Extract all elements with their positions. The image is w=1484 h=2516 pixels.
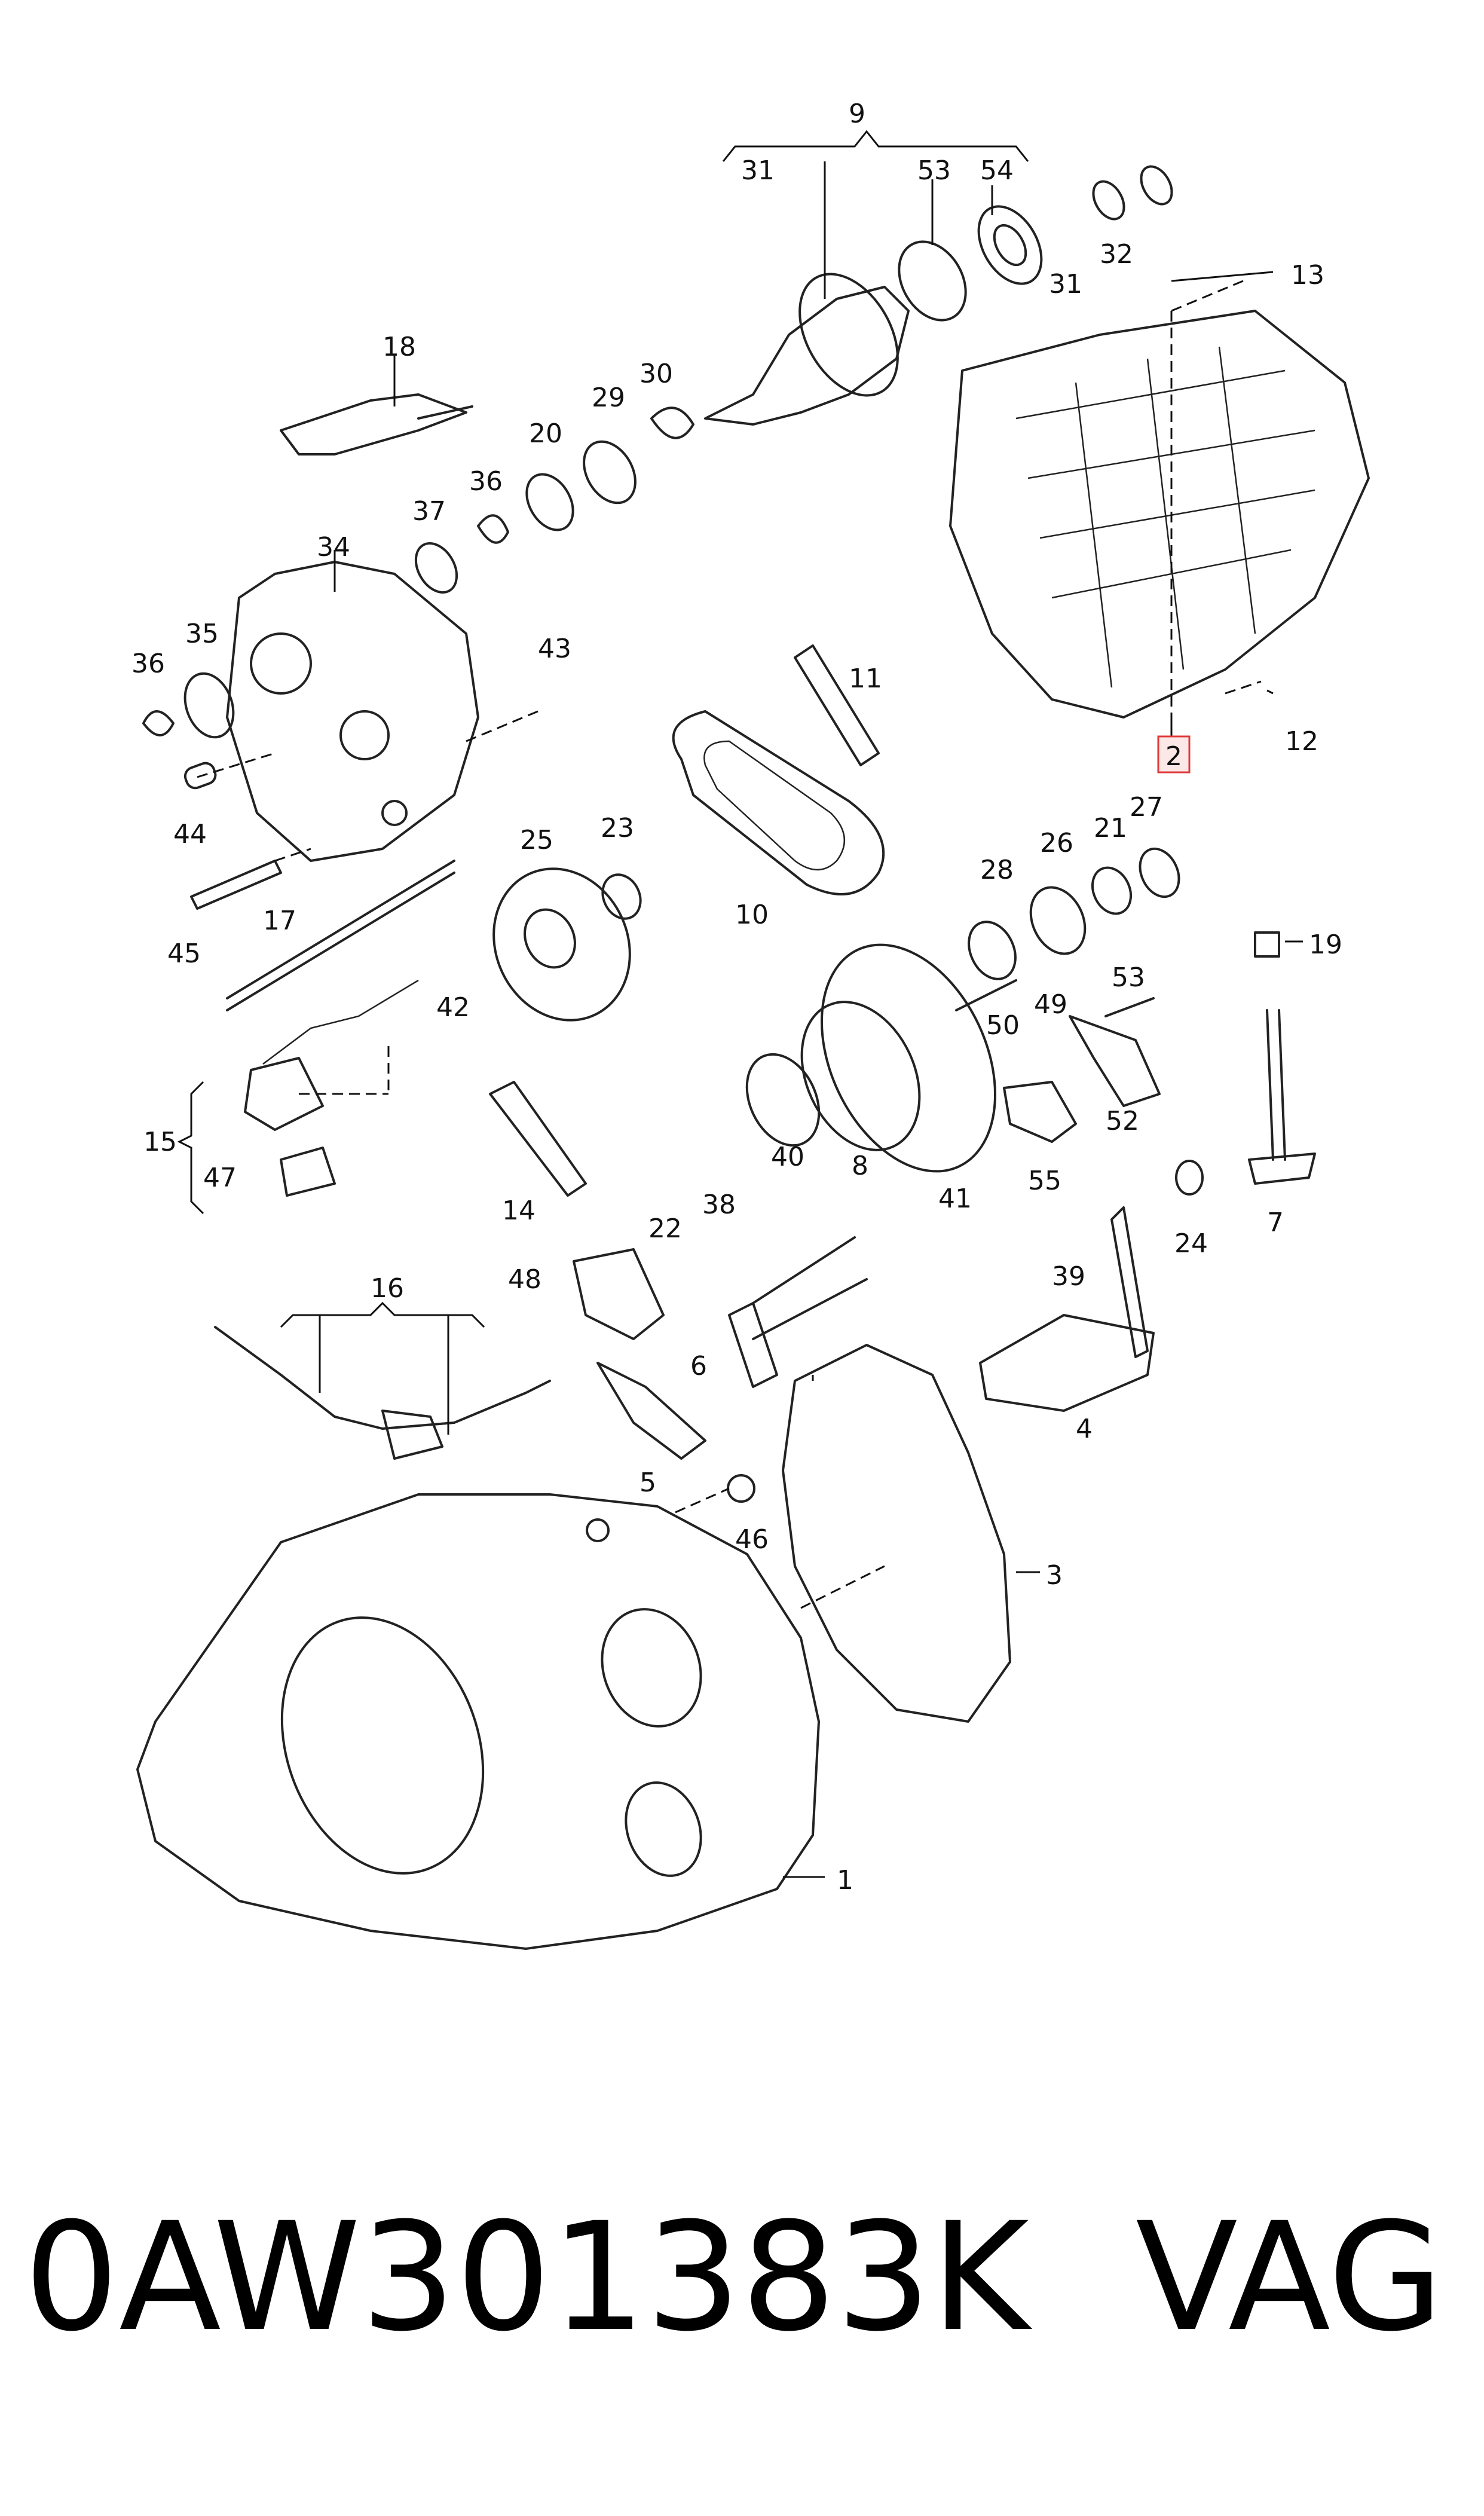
callout-40: 40: [771, 1142, 804, 1172]
callout-50: 50: [986, 1010, 1020, 1041]
callout-19: 19: [1309, 930, 1342, 960]
callout-33: 34: [317, 532, 350, 562]
part-shift-shaft-7-19: [1248, 931, 1316, 1185]
callout-23: 23: [601, 813, 634, 843]
exploded-parts-diagram: 9 31 53 54 31 32 13 18 30 29 20 36 37 34…: [131, 99, 1370, 1950]
callout-46: 46: [735, 1524, 769, 1555]
callout-11: 11: [849, 664, 882, 694]
callout-39: 39: [1052, 1261, 1085, 1292]
part-front-cover-33: [226, 561, 479, 862]
callout-53: 53: [917, 155, 951, 186]
callout-42: 42: [436, 992, 470, 1023]
callout-28: 28: [980, 855, 1014, 885]
callout-36: 36: [469, 466, 503, 497]
part-selector-49-55: [1003, 997, 1161, 1143]
callout-44: 44: [173, 819, 207, 849]
callout-31-right: 31: [1049, 269, 1082, 299]
part-lever-15-47: [244, 979, 419, 1197]
assembly-lines: [197, 280, 1262, 1609]
part-bell-housing-2: [949, 310, 1370, 719]
part-circlips-34-35: [142, 672, 235, 790]
callout-18: 18: [383, 332, 416, 362]
callout-15: 15: [143, 1127, 177, 1157]
part-chain-10: [672, 710, 885, 895]
callout-54: 54: [980, 155, 1014, 186]
callout-2-highlight: [1157, 735, 1191, 774]
callout-12: 12: [1285, 726, 1318, 757]
callout-21: 21: [1094, 813, 1127, 843]
part-cables-16: [214, 1326, 551, 1460]
callout-34: 35: [185, 619, 219, 649]
callout-45: 45: [167, 938, 201, 969]
callout-31-top: 31: [741, 155, 775, 186]
part-number: 0AW301383K: [24, 2190, 1029, 2364]
callout-10: 10: [735, 900, 769, 930]
part-pulley-8: [745, 943, 1017, 1173]
callout-52: 53: [1112, 962, 1145, 993]
part-rods-17-45: [190, 860, 455, 1011]
callout-4: 4: [1076, 1414, 1093, 1444]
callout-7: 7: [1267, 1207, 1284, 1238]
callout-5: 5: [640, 1468, 656, 1498]
part-bearings-20-37: [414, 406, 694, 594]
callout-29: 29: [592, 383, 625, 413]
callout-8: 8: [852, 1151, 868, 1181]
part-bearings-23-25: [492, 867, 642, 1022]
callout-20: 20: [529, 418, 562, 449]
callout-51: 52: [1106, 1106, 1139, 1136]
brand-name: VAG: [1136, 2190, 1444, 2364]
part-gasket-3: [782, 1344, 1011, 1723]
callout-labels: 9 31 53 54 31 32 13 18 30 29 20 36 37 34…: [131, 99, 1342, 1896]
part-slider-14: [489, 1081, 587, 1197]
callout-38: 38: [702, 1190, 736, 1220]
callout-27: 27: [1130, 792, 1163, 823]
part-shaft-assembly-9: [704, 165, 1173, 426]
callout-32: 32: [1100, 239, 1133, 270]
callout-48: 48: [508, 1264, 541, 1295]
part-bracket-18: [280, 393, 473, 455]
part-bearings-21-26-27-28: [968, 847, 1180, 980]
part-oil-pan-4: [979, 1160, 1204, 1412]
callout-26: 26: [1040, 828, 1073, 858]
part-forks-5-6-48: [573, 1236, 868, 1460]
callout-24: 24: [1174, 1228, 1208, 1259]
part-gearbox-housing-1: [136, 1474, 820, 1950]
callout-17: 17: [263, 906, 296, 936]
callout-37: 37: [412, 496, 446, 527]
callout-25: 25: [520, 825, 553, 855]
callout-9: 9: [849, 99, 865, 129]
callout-14: 14: [502, 1196, 536, 1226]
callout-22: 22: [648, 1213, 682, 1244]
leader-lines: [177, 130, 1303, 1878]
callout-47: 47: [203, 1163, 237, 1193]
caption-bar: 0AW301383K VAG: [24, 2188, 1458, 2367]
callout-30: 30: [640, 359, 673, 389]
callout-43: 43: [538, 634, 571, 664]
callout-1: 1: [837, 1865, 853, 1896]
callout-49: 49: [1034, 989, 1067, 1020]
callout-55: 55: [1028, 1166, 1061, 1196]
part-guides-11: [794, 644, 880, 766]
callout-2: 2: [1165, 741, 1182, 772]
callout-3: 3: [1046, 1560, 1063, 1591]
callout-41: 41: [938, 1184, 972, 1214]
callout-16: 16: [371, 1273, 404, 1304]
callout-35: 36: [131, 649, 165, 679]
callout-13: 13: [1291, 260, 1324, 291]
callout-6: 6: [690, 1351, 707, 1381]
